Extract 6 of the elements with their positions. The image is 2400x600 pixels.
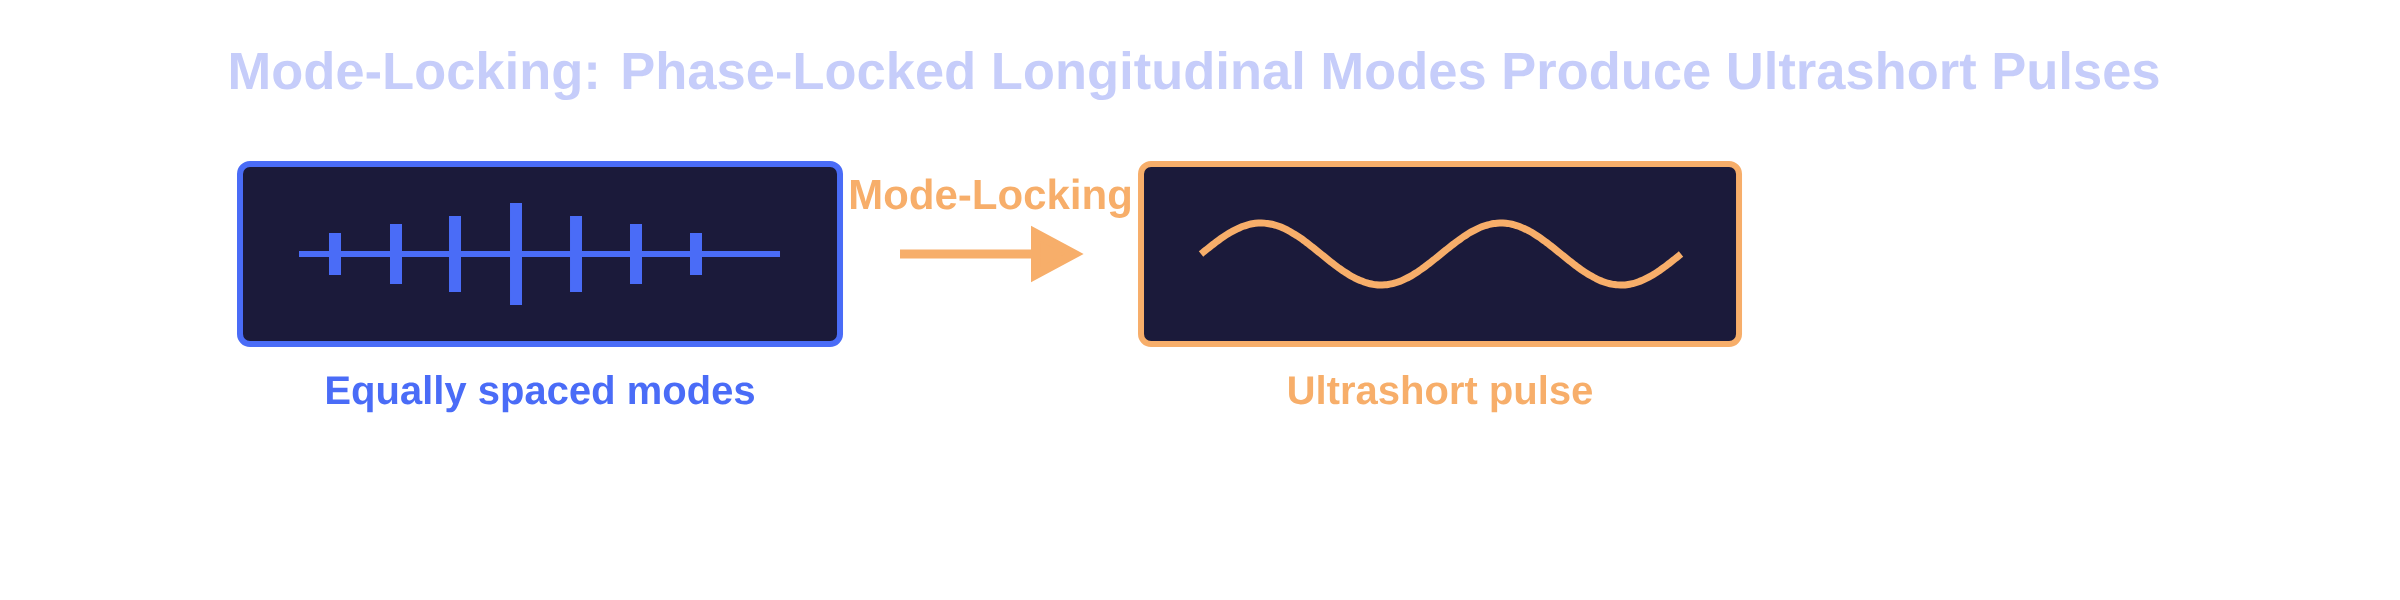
node-label: Equally spaced modes: [327, 375, 754, 413]
pulse-box: [1138, 161, 1742, 347]
title: Mode-Locking: Phase-Locked Longitudinal Modes Produce Ultrashort Pulses: [231, 50, 2159, 101]
node-label: Ultrashort pulse: [1289, 375, 1592, 413]
edge-label: Mode-Locking: [846, 176, 1135, 220]
spectrum-box: [237, 161, 843, 347]
